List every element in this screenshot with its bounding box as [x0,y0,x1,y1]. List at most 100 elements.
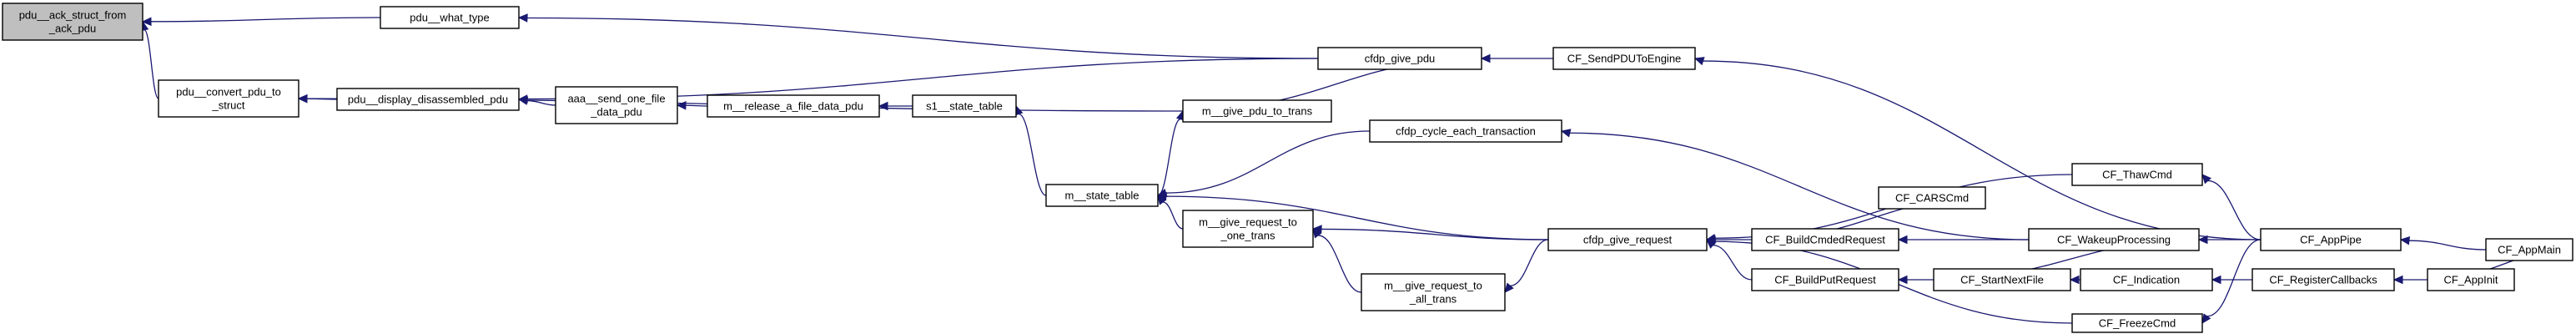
node-box [1361,273,1506,311]
edge-cfdp_give_pdu-to-what_type [526,17,1319,59]
arrow-head [676,101,687,110]
node-start-next[interactable]: CF_StartNextFile [1933,268,2071,291]
node-cycle[interactable]: cfdp_cycle_each_transaction [1369,119,1562,143]
node-box [2251,268,2395,291]
node-box [1045,184,1159,207]
node-build-cmded[interactable]: CF_BuildCmdedRequest [1751,228,1899,251]
edge-give_request-to-req_all [1510,239,1549,286]
node-label: CF_AppInit [2443,274,2498,286]
node-label: CF_AppPipe [2300,234,2362,246]
node-freeze[interactable]: CF_FreezeCmd [2071,313,2203,333]
node-req-all[interactable]: m__give_request_to_all_trans [1361,273,1506,311]
edge-apppipe-to-freeze [2206,239,2262,317]
node-label: pdu__what_type [410,12,489,24]
edge-apppipe-to-thaw [2207,180,2262,240]
edge-req_all-to-req_one [1317,235,1362,293]
arrow-head [1480,53,1491,63]
nodes-layer: pdu__ack_struct_from_ack_pdu pdu__convert… [2,3,2573,333]
node-label: pdu__convert_pdu_to [176,86,281,99]
arrow-head [2201,313,2211,324]
edge-give_request-to-req_one [1321,228,1549,240]
node-label: m__release_a_file_data_pdu [723,100,863,113]
edge-state_table-to-give_pdu_trans [1157,118,1181,196]
edge-what_type-to-pdu_ack [150,17,381,23]
node-label: CF_FreezeCmd [2099,317,2176,330]
arrow-head [2069,275,2080,285]
arrow-head [297,94,308,104]
node-box [1182,210,1314,248]
node-box [380,6,520,29]
arrow-head [2392,275,2403,285]
node-label: m__give_request_to [1384,280,1482,292]
node-label: cfdp_give_pdu [1365,53,1436,65]
node-what-type[interactable]: pdu__what_type [380,6,520,29]
node-display[interactable]: pdu__display_disassembled_pdu [336,88,520,111]
edge-state_table-to-s1 [1018,113,1047,196]
arrow-head [1504,282,1514,293]
edge-cycle-to-state_table [1165,130,1371,194]
edge-give_request-to-state_table [1165,195,1549,240]
arrow-head [1312,228,1322,239]
node-label: _ack_pdu [48,23,96,35]
node-box [1751,268,1899,291]
node-label: CF_RegisterCallbacks [2269,274,2377,286]
node-indication[interactable]: CF_Indication [2080,268,2213,291]
node-box [1317,47,1482,70]
arrow-head [1705,237,1717,246]
node-box [912,94,1017,118]
node-appmain[interactable]: CF_AppMain [2485,238,2573,261]
node-give-request[interactable]: cfdp_give_request [1547,228,1708,251]
node-register[interactable]: CF_RegisterCallbacks [2251,268,2395,291]
node-label: _all_trans [1409,293,1457,306]
node-box [1182,99,1332,123]
node-release[interactable]: m__release_a_file_data_pdu [707,94,880,118]
edge-build_put-to-give_request [1713,244,1753,281]
arrow-head [517,13,528,23]
arrow-head [878,101,888,111]
node-pdu-ack[interactable]: pdu__ack_struct_from_ack_pdu [2,3,143,41]
node-label: CF_BuildCmdedRequest [1765,234,1885,246]
arrow-head [1157,195,1167,205]
arrow-head [141,17,152,27]
node-s1[interactable]: s1__state_table [912,94,1017,118]
edge-release-to-aaa [685,104,708,107]
node-wakeup[interactable]: CF_WakeupProcessing [2028,228,2200,251]
node-build-put[interactable]: CF_BuildPutRequest [1751,268,1899,291]
node-box [707,94,880,118]
node-state-table[interactable]: m__state_table [1045,184,1159,207]
node-box [336,88,520,111]
node-cfdp-give-pdu[interactable]: cfdp_give_pdu [1317,47,1482,70]
arrow-head [1560,129,1572,138]
arrow-head [1897,235,1908,245]
edge-req_one-to-state_table [1162,201,1184,230]
node-label: pdu__display_disassembled_pdu [348,94,508,106]
node-label: CF_AppMain [2498,244,2561,256]
node-req-one[interactable]: m__give_request_to_one_trans [1182,210,1314,248]
node-label: cfdp_cycle_each_transaction [1396,125,1536,138]
arrow-head [517,96,529,105]
node-label: _struct [211,99,244,112]
node-label: _data_pdu [590,106,641,119]
node-label: CF_CARSCmd [1895,192,1969,205]
node-apppipe[interactable]: CF_AppPipe [2260,228,2402,251]
arrow-head [2211,275,2221,285]
node-convert[interactable]: pdu__convert_pdu_to_struct [158,79,299,118]
edge-apppipe-to-sendpdu [1703,60,2262,240]
node-box [2260,228,2402,251]
node-sendpdu[interactable]: CF_SendPDUToEngine [1552,47,1696,70]
edge-appmain-to-apppipe [2408,240,2487,250]
node-label: _one_trans [1220,230,1275,242]
node-label: CF_SendPDUToEngine [1567,53,1682,65]
node-appinit[interactable]: CF_AppInit [2427,268,2515,291]
node-cars[interactable]: CF_CARSCmd [1878,186,1986,210]
node-label: m__state_table [1065,190,1140,202]
node-label: s1__state_table [926,100,1003,113]
node-aaa[interactable]: aaa__send_one_file_data_pdu [555,86,678,124]
node-give-pdu-trans[interactable]: m__give_pdu_to_trans [1182,99,1332,123]
node-box [2028,228,2200,251]
node-box [2,3,143,41]
node-box [2485,238,2573,261]
node-label: CF_StartNextFile [1960,274,2044,286]
node-thaw[interactable]: CF_ThawCmd [2071,163,2203,186]
